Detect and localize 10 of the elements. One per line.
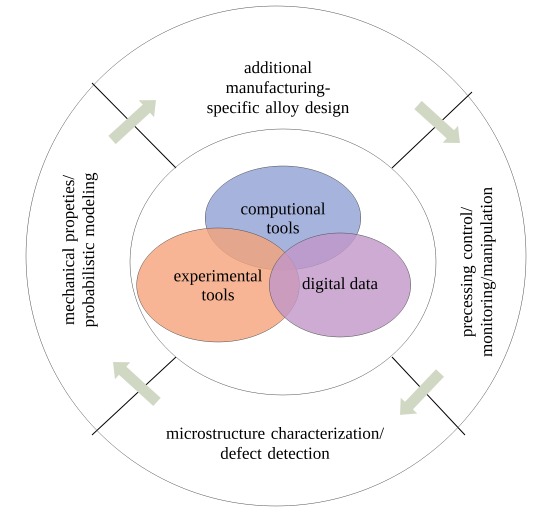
block-arrow [108, 100, 156, 144]
block-arrow [113, 362, 161, 406]
inner-ring [130, 128, 436, 396]
sector-label: mechanical propeties/ probabilistic modeling [62, 172, 98, 328]
outer-ring [26, 6, 526, 506]
sector-label: microstructure characterization/ defect detection [166, 427, 384, 459]
block-arrow [414, 100, 460, 143]
block-arrow [400, 369, 444, 415]
sector-label: precessing control/ monitoring/manipulation [460, 187, 496, 357]
sector-label: additional manufacturing-specific alloy design [207, 61, 350, 117]
